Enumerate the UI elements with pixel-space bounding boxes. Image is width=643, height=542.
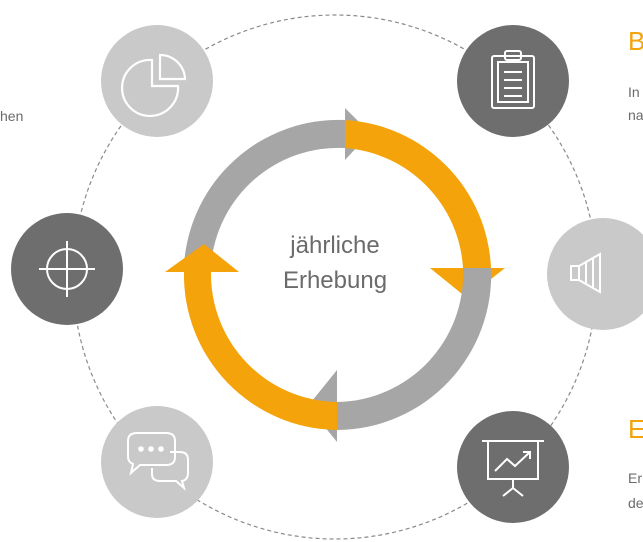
crosshair-icon xyxy=(39,241,95,297)
crosshair-node xyxy=(11,213,123,325)
chat-node xyxy=(101,406,213,518)
presentation-chart-icon xyxy=(482,440,544,497)
center-label-line-1: jährliche xyxy=(290,232,380,259)
right-bottom-text-line-2: de xyxy=(628,495,643,511)
clipboard-node xyxy=(457,25,569,137)
pie-chart-icon xyxy=(121,53,187,117)
right-bottom-title: E xyxy=(628,414,643,444)
right-top-text-line-2: na xyxy=(628,107,643,123)
right-bottom-text-line-1: Er xyxy=(628,470,642,486)
megaphone-icon xyxy=(570,252,601,294)
megaphone-node xyxy=(547,218,643,330)
cycle-arrows xyxy=(165,108,505,442)
center-label-line-2: Erhebung xyxy=(282,267,388,294)
clipboard-icon xyxy=(491,50,535,109)
right-top-text-line-1: In xyxy=(628,84,640,100)
arrow-segment-right-orange xyxy=(345,120,505,298)
right-top-title: B xyxy=(628,26,643,56)
chat-bubbles-icon xyxy=(127,432,189,491)
presentation-node xyxy=(457,411,569,523)
left-text-fragment: hen xyxy=(0,108,24,124)
arrow-segment-top-gray xyxy=(184,108,370,265)
arrow-segment-left-orange xyxy=(165,244,337,430)
pie-chart-node xyxy=(101,25,213,137)
